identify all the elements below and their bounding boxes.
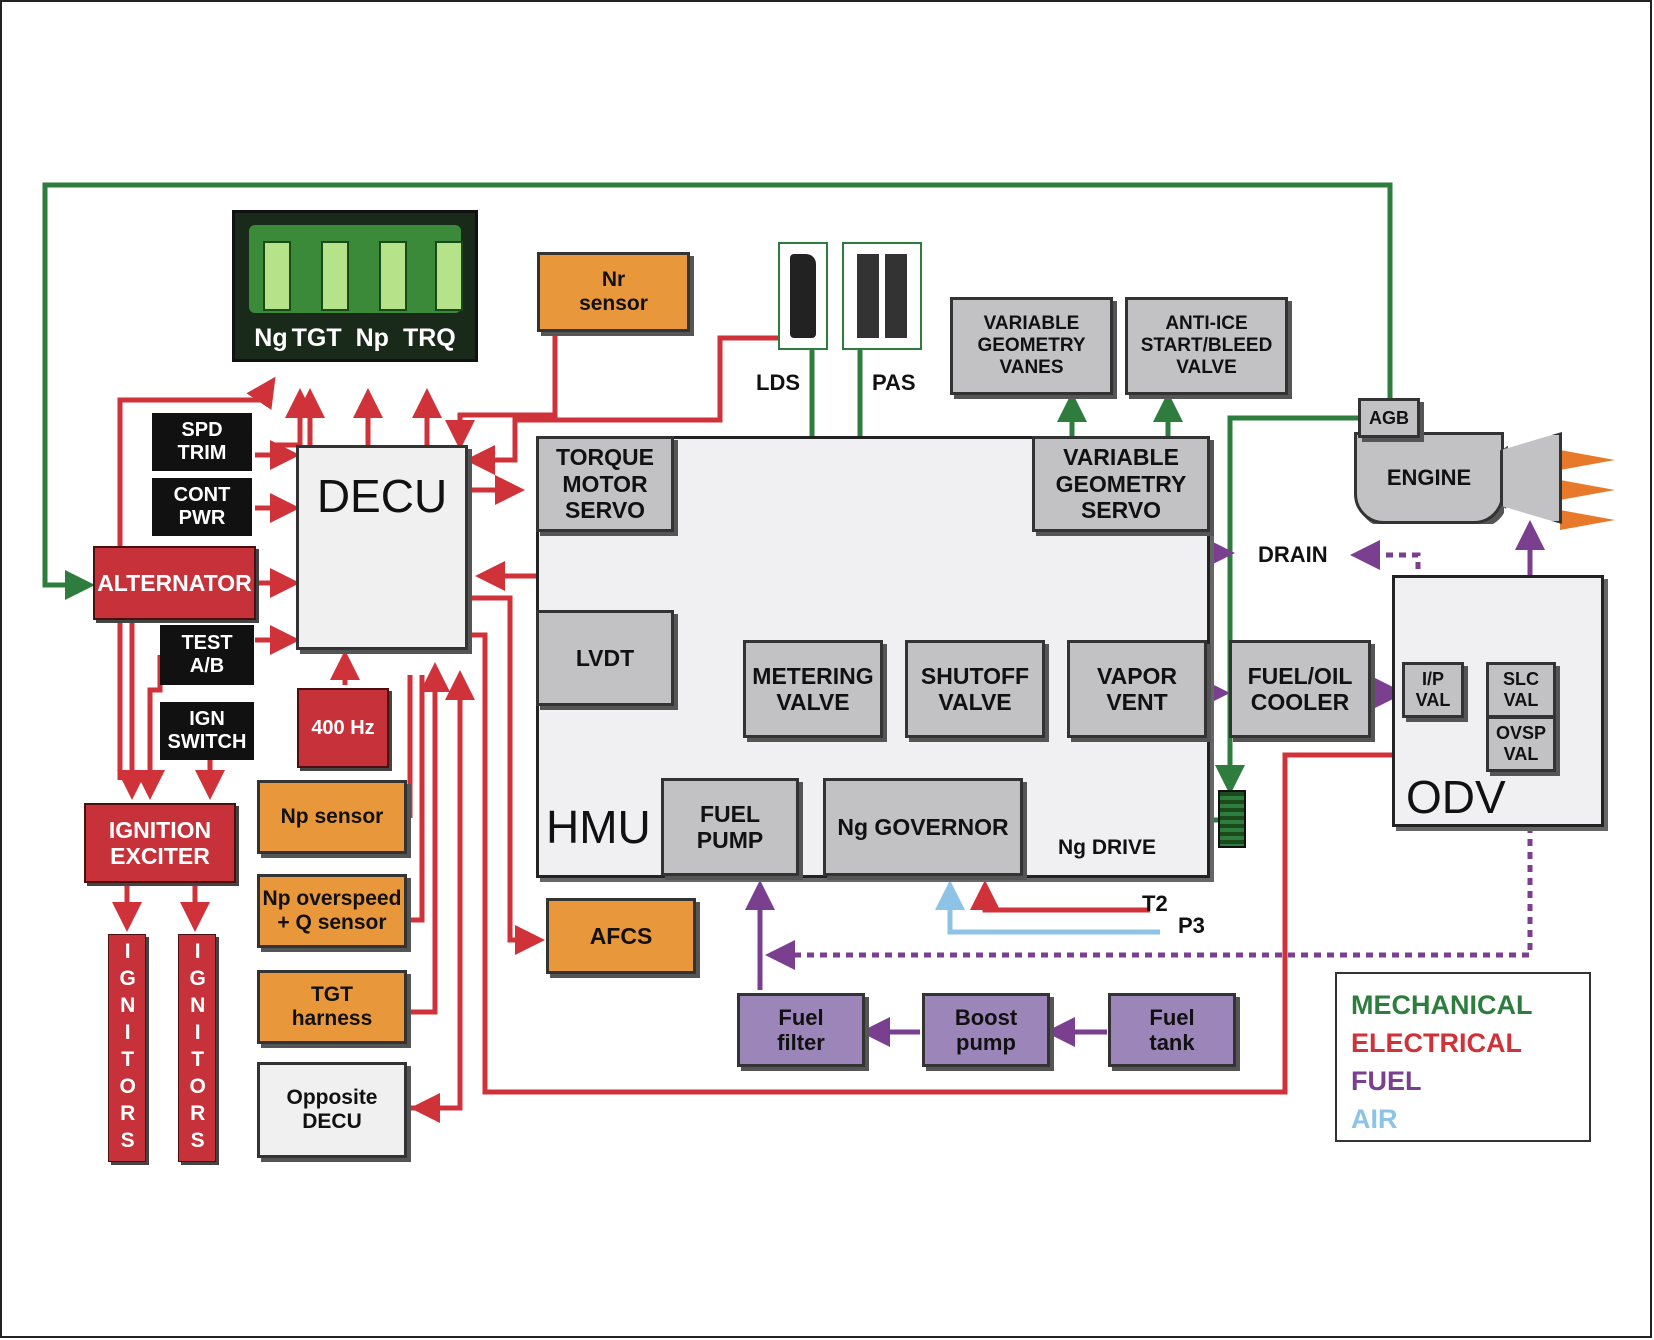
gauge-bar-icon [435,241,463,311]
opposite-decu: Opposite DECU [257,1062,407,1158]
decu: DECU [296,445,468,650]
afcs: AFCS [546,898,696,974]
agb: AGB [1358,398,1420,438]
display-label-np: Np [355,324,389,353]
drain-label: DRAIN [1258,542,1328,567]
variable-geometry-vanes: VARIABLE GEOMETRY VANES [950,297,1113,395]
p3-label: P3 [1178,913,1205,938]
ip-val: I/P VAL [1402,662,1464,718]
odv-label: ODV [1406,771,1506,823]
hmu-label: HMU [546,801,651,853]
exhaust-flame [1560,450,1615,530]
ignitors-left: IGNITORS [108,934,146,1162]
ignitors-label: IGNITORS [116,940,140,1156]
nr-sensor: Nr sensor [537,252,690,332]
legend-air: AIR [1351,1104,1398,1134]
boost-pump: Boost pump [922,993,1050,1067]
slc-val: SLC VAL [1486,662,1556,718]
spd-trim: SPD TRIM [152,413,252,471]
vapor-vent: VAPOR VENT [1067,640,1207,738]
variable-geometry-servo: VARIABLE GEOMETRY SERVO [1032,436,1210,532]
ignitors-right: IGNITORS [178,934,216,1162]
alternator: ALTERNATOR [93,546,256,620]
legend: MECHANICAL ELECTRICAL FUEL AIR [1335,972,1591,1142]
t2-label: T2 [1142,891,1168,916]
pas-label: PAS [872,370,916,395]
lds-label: LDS [756,370,800,395]
fuel-oil-cooler: FUEL/OIL COOLER [1229,640,1371,738]
tgt-harness: TGT harness [257,970,407,1044]
cont-pwr: CONT PWR [152,478,252,536]
legend-electrical: ELECTRICAL [1351,1028,1522,1058]
shutoff-valve: SHUTOFF VALVE [905,640,1045,738]
ignitors-label: IGNITORS [186,940,210,1156]
fuel-tank: Fuel tank [1108,993,1236,1067]
np-overspeed-q-sensor: Np overspeed + Q sensor [257,874,407,948]
display-label-tgt: TGT [291,324,342,353]
gauge-bar-icon [379,241,407,311]
torque-motor-servo: TORQUE MOTOR SERVO [536,436,674,532]
lvdt: LVDT [536,610,674,706]
ignition-exciter: IGNITION EXCITER [84,803,236,883]
ign-switch: IGN SWITCH [160,702,254,760]
pas-pedals-icon [842,242,922,350]
display-label-trq: TRQ [402,324,456,353]
anti-ice-start-bleed-valve: ANTI-ICE START/BLEED VALVE [1125,297,1288,395]
np-sensor: Np sensor [257,780,407,854]
legend-mechanical: MECHANICAL [1351,990,1533,1020]
engine: ENGINE [1354,432,1504,524]
ovsp-val: OVSP VAL [1486,716,1556,772]
fuel-filter: Fuel filter [737,993,865,1067]
legend-fuel: FUEL [1351,1066,1422,1096]
display-label-ng: Ng [254,324,288,353]
fuel-pump: FUEL PUMP [661,778,799,876]
metering-valve: METERING VALVE [743,640,883,738]
ng-governor: Ng GOVERNOR [823,778,1023,876]
test-ab: TEST A/B [160,625,254,685]
ng-drive-label: Ng DRIVE [1058,836,1157,859]
hz400: 400 Hz [297,688,389,768]
gauge-bar-icon [321,241,349,311]
ng-drive-gear-icon [1218,790,1246,848]
lds-lever-icon [778,242,828,350]
gauge-bar-icon [263,241,291,311]
